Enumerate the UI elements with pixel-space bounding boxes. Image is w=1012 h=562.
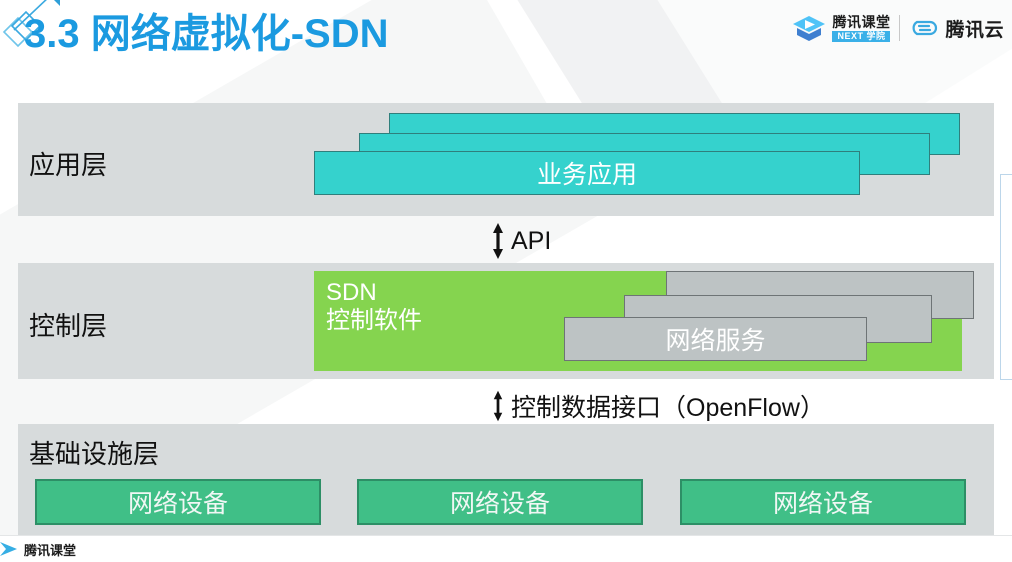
network-device-label: 网络设备 — [127, 490, 228, 518]
api-connector: API — [489, 221, 551, 261]
application-layer-label: 应用层 — [29, 150, 108, 180]
network-device-label: 网络设备 — [449, 490, 550, 518]
application-card-label: 业务应用 — [536, 161, 637, 189]
cloud-icon — [913, 20, 938, 36]
network-service-card-front[interactable]: 网络服务 — [564, 317, 867, 361]
cloud-name: 腾讯云 — [945, 19, 1004, 41]
brand-logos: 腾讯课堂 NEXT 学院 腾讯云 — [792, 10, 1004, 46]
ketang-name: 腾讯课堂 — [832, 13, 891, 30]
logo-divider — [899, 15, 901, 41]
network-device-box-3[interactable]: 网络设备 — [680, 479, 966, 525]
double-arrow-vertical-icon — [493, 223, 503, 259]
sdn-block-text: SDN 控制软件 — [326, 279, 422, 336]
network-service-card-label: 网络服务 — [665, 327, 766, 355]
play-arrow-icon — [0, 542, 17, 556]
openflow-connector: 控制数据接口（OpenFlow） — [489, 388, 825, 424]
graduation-cap-play-icon — [793, 16, 826, 41]
control-layer-band: 控制层 SDN 控制软件 网络服务 — [18, 263, 994, 379]
footer-bar: 腾讯课堂 — [0, 535, 1012, 562]
network-device-label: 网络设备 — [772, 490, 873, 518]
control-layer-label: 控制层 — [29, 311, 108, 341]
network-device-box-2[interactable]: 网络设备 — [357, 479, 643, 525]
decorative-diamond-icon — [2, 0, 60, 48]
page-title: 3.3 网络虚拟化-SDN — [24, 12, 389, 56]
tencent-cloud-logo: 腾讯云 — [909, 15, 1004, 42]
infrastructure-layer-band: 基础设施层 网络设备 网络设备 网络设备 — [18, 424, 994, 537]
openflow-connector-label: 控制数据接口（OpenFlow） — [511, 394, 825, 422]
network-device-box-1[interactable]: 网络设备 — [35, 479, 321, 525]
sdn-block-title: SDN — [326, 279, 377, 306]
double-arrow-vertical-icon — [493, 390, 503, 422]
infrastructure-layer-label: 基础设施层 — [29, 439, 160, 469]
ketang-text: 腾讯课堂 NEXT 学院 — [832, 13, 891, 42]
sdn-block-subtitle: 控制软件 — [326, 307, 422, 335]
api-connector-label: API — [511, 226, 552, 255]
footer-brand-label: 腾讯课堂 — [24, 543, 77, 558]
ketang-subname: NEXT 学院 — [832, 30, 891, 42]
application-card-front[interactable]: 业务应用 — [314, 151, 860, 195]
tencent-ketang-logo: 腾讯课堂 NEXT 学院 — [792, 13, 891, 43]
offscreen-side-panel — [1000, 174, 1012, 380]
application-layer-band: 应用层 业务应用 — [18, 103, 994, 216]
